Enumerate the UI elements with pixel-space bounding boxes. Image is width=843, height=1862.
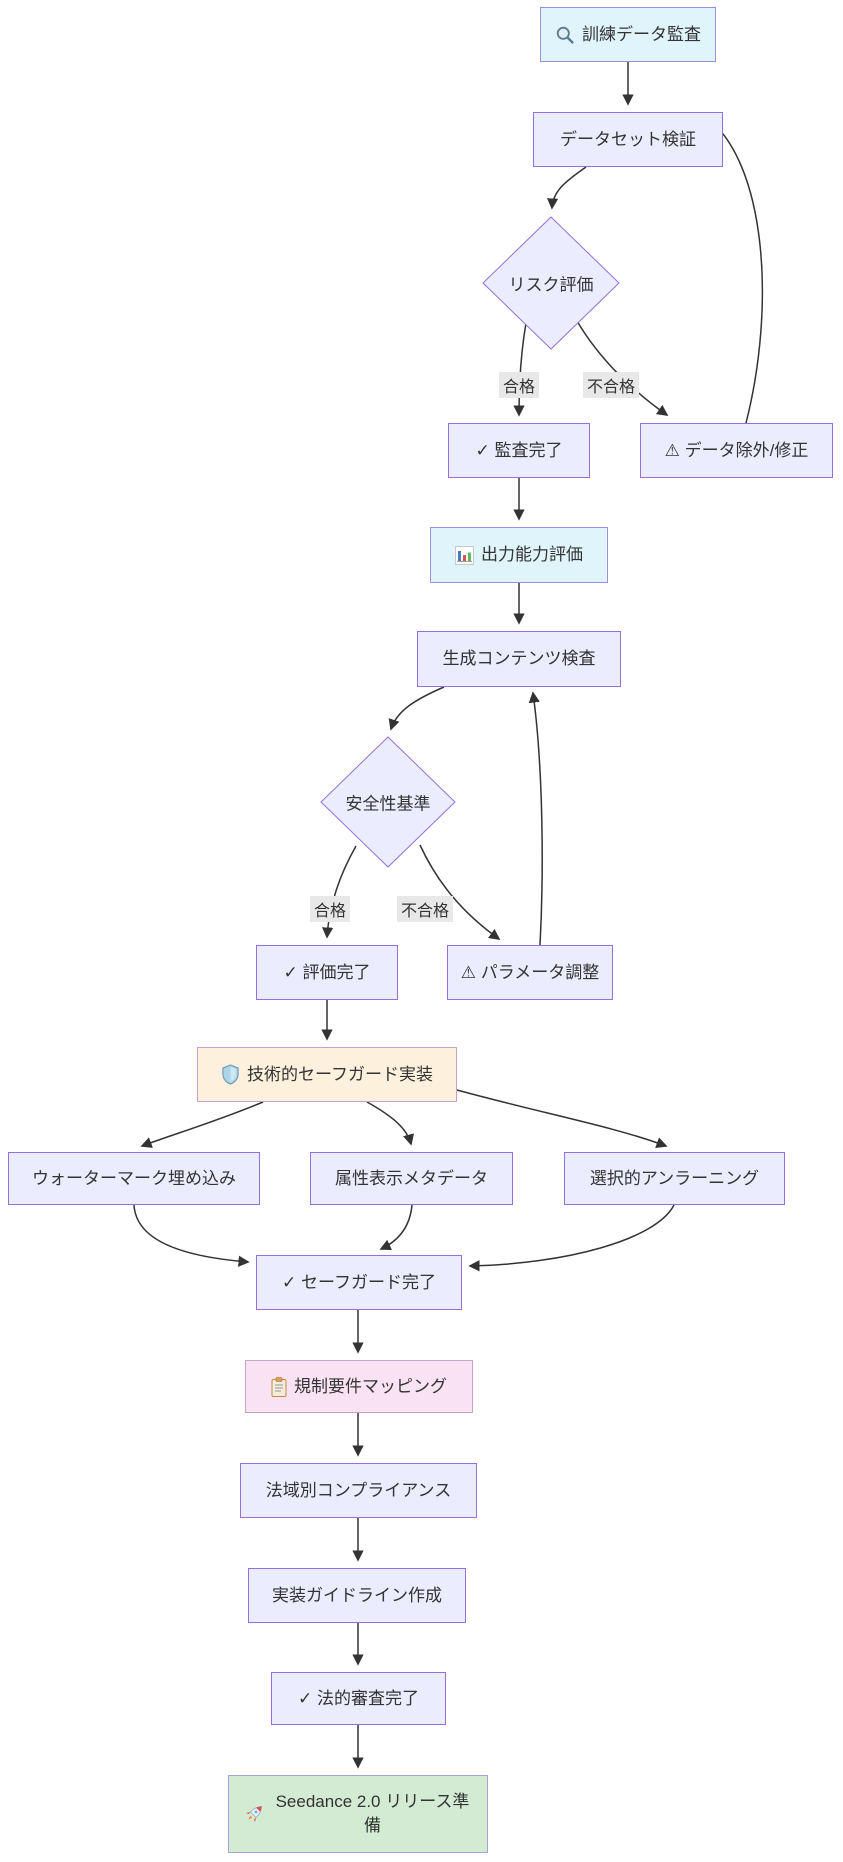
edge-exclusion-loopback (704, 115, 764, 424)
edge-safety-fail (419, 844, 501, 940)
clipboard-icon (271, 1376, 287, 1397)
rocket-icon (244, 1803, 266, 1825)
edge-safeguards-to-watermark (140, 1101, 264, 1148)
edge-validation-to-risk (546, 166, 587, 210)
node-label: ⚠ データ除外/修正 (664, 440, 809, 460)
node-data-exclusion-fix: ⚠ データ除外/修正 (640, 423, 833, 478)
node-label: 実装ガイドライン作成 (272, 1585, 442, 1605)
magnifier-icon (555, 25, 575, 45)
edge-metadata-to-done (379, 1204, 413, 1251)
node-training-data-audit: 訓練データ監査 (540, 7, 716, 62)
node-label: 属性表示メタデータ (335, 1168, 488, 1188)
node-label: 生成コンテンツ検査 (442, 649, 596, 669)
node-technical-safeguard-impl: 技術的セーフガード実装 (197, 1047, 457, 1102)
node-attribution-metadata: 属性表示メタデータ (310, 1152, 513, 1205)
node-label: ✓ 監査完了 (475, 440, 563, 460)
node-regulatory-requirements-mapping: 規制要件マッピング (245, 1360, 473, 1413)
node-label: 法域別コンプライアンス (265, 1480, 452, 1500)
node-label: 技術的セーフガード実装 (247, 1064, 433, 1084)
node-generated-content-inspection: 生成コンテンツ検査 (417, 631, 621, 687)
node-jurisdiction-compliance: 法域別コンプライアンス (240, 1463, 477, 1518)
node-label: 出力能力評価 (481, 545, 583, 565)
node-label: ウォーターマーク埋め込み (32, 1168, 236, 1188)
bar-chart-icon (455, 545, 474, 565)
node-parameter-adjustment: ⚠ パラメータ調整 (447, 945, 613, 1000)
node-label: データセット検証 (560, 129, 696, 149)
node-audit-complete: ✓ 監査完了 (448, 423, 590, 478)
node-implementation-guidelines: 実装ガイドライン作成 (248, 1568, 466, 1623)
node-output-capability-eval: 出力能力評価 (430, 527, 608, 583)
edge-watermark-to-done (133, 1204, 250, 1267)
edge-safeguards-to-unlearning (456, 1089, 668, 1148)
node-evaluation-complete: ✓ 評価完了 (256, 945, 398, 1000)
edge-unlearning-to-done (468, 1204, 675, 1272)
edge-safeguards-to-metadata (366, 1101, 414, 1146)
edge-risk-pass (513, 322, 527, 417)
node-safety-criteria-diamond (320, 736, 456, 868)
node-safeguard-complete: ✓ セーフガード完了 (256, 1255, 462, 1310)
edge-inspection-to-safety (388, 686, 445, 731)
node-label: ⚠ パラメータ調整 (460, 962, 600, 982)
node-label: ✓ 法的審査完了 (298, 1688, 419, 1708)
edge-risk-fail (576, 320, 669, 416)
node-risk-assessment-diamond (482, 216, 620, 350)
edge-label-risk-fail: 不合格 (582, 372, 640, 398)
edge-safety-pass (322, 845, 357, 939)
node-label: ✓ セーフガード完了 (282, 1272, 436, 1292)
node-label: ✓ 評価完了 (283, 962, 371, 982)
edge-label-risk-pass: 合格 (498, 372, 540, 398)
edge-label-safety-fail: 不合格 (396, 896, 454, 922)
node-label: 規制要件マッピング (294, 1376, 447, 1396)
edge-parameter-loopback (528, 691, 543, 946)
node-selective-unlearning: 選択的アンラーニング (564, 1152, 785, 1205)
node-watermark-embedding: ウォーターマーク埋め込み (8, 1152, 260, 1205)
node-seedance-release-ready: Seedance 2.0 リリース準備 (228, 1775, 488, 1853)
edge-label-safety-pass: 合格 (309, 896, 351, 922)
node-label: Seedance 2.0 リリース準備 (275, 1792, 470, 1835)
shield-icon (221, 1064, 240, 1085)
node-label: 選択的アンラーニング (589, 1168, 760, 1188)
node-legal-review-complete: ✓ 法的審査完了 (271, 1672, 446, 1725)
node-label: 訓練データ監査 (582, 24, 701, 44)
node-dataset-validation: データセット検証 (533, 112, 723, 167)
